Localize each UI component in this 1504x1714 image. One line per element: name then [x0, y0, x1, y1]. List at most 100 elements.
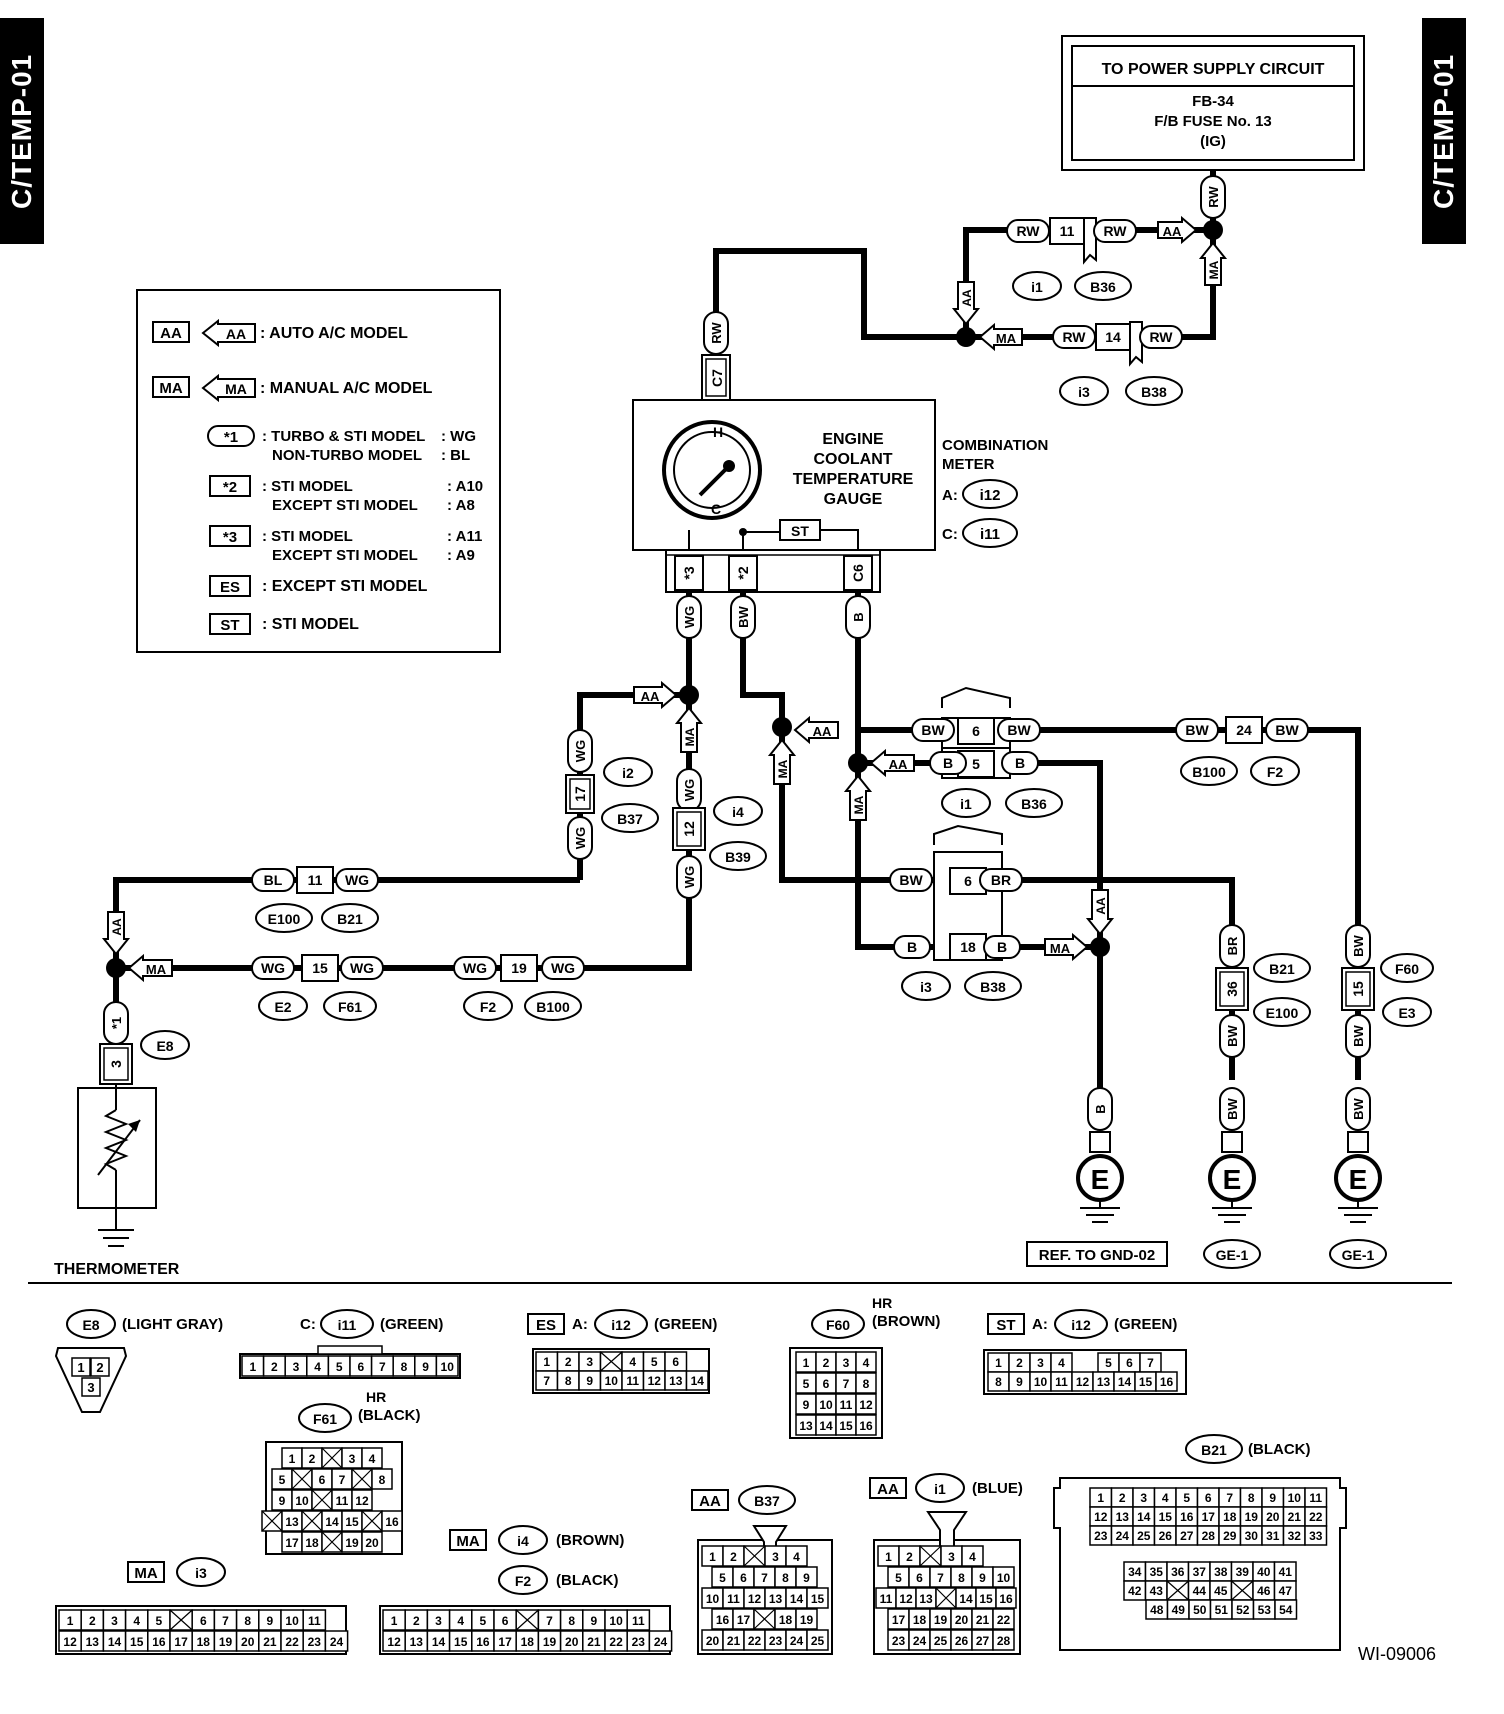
pin-label: 4 [863, 1356, 870, 1370]
pin-label: 32 [1288, 1529, 1302, 1543]
pin-label: 51 [1215, 1603, 1229, 1617]
pin-label: 4 [314, 1360, 321, 1374]
svg-text:MA: MA [1050, 941, 1071, 956]
pin-label: 19 [219, 1635, 233, 1649]
svg-text:(BLACK): (BLACK) [358, 1407, 420, 1424]
svg-text:E: E [1223, 1164, 1242, 1195]
svg-text:AA: AA [641, 689, 660, 704]
pin-blank-mark [1166, 1580, 1189, 1601]
pin-blank-mark [515, 1609, 539, 1631]
pin-label: 2 [906, 1550, 913, 1564]
svg-text:BW: BW [1351, 934, 1366, 956]
svg-text:ST: ST [220, 617, 239, 634]
svg-text:F2: F2 [1267, 764, 1284, 780]
pin-label: 13 [1116, 1510, 1130, 1524]
svg-text:B: B [1093, 1104, 1108, 1113]
svg-text:B: B [1015, 755, 1025, 771]
legend-aa-text: : AUTO A/C MODEL [260, 325, 408, 342]
pin-label: 7 [937, 1571, 944, 1585]
svg-text:11: 11 [1060, 223, 1075, 239]
svg-text:WG: WG [261, 960, 285, 976]
pin-label: 53 [1258, 1603, 1272, 1617]
svg-text:GE-1: GE-1 [1216, 1247, 1249, 1263]
svg-text:i4: i4 [732, 804, 744, 820]
svg-text:BW: BW [1351, 1024, 1366, 1046]
pin-label: 11 [727, 1592, 740, 1606]
pin-label: 31 [1266, 1529, 1280, 1543]
pin-cell [1304, 1525, 1328, 1546]
svg-text:F61: F61 [313, 1411, 337, 1427]
pin-cell [324, 1630, 349, 1652]
svg-text:i11: i11 [338, 1317, 357, 1333]
pin-label: 6 [502, 1614, 509, 1628]
pin-blank-mark [600, 1351, 623, 1372]
pin-label: 5 [803, 1377, 810, 1391]
pin-label: 1 [995, 1356, 1002, 1370]
figure-id: WI-09006 [1358, 1644, 1436, 1664]
pin-label: 8 [782, 1571, 789, 1585]
svg-text:(BLACK): (BLACK) [556, 1572, 618, 1589]
pin-label: 3 [435, 1614, 442, 1628]
pin-label: 18 [1223, 1510, 1237, 1524]
pin-label: 7 [1226, 1491, 1233, 1505]
pin-label: 24 [913, 1634, 927, 1648]
pin-label: 1 [709, 1550, 716, 1564]
svg-text:B37: B37 [754, 1493, 780, 1509]
svg-text:MA: MA [1207, 260, 1221, 279]
pin-label: 36 [1171, 1565, 1185, 1579]
pin-label: 25 [1137, 1529, 1151, 1543]
pin-cell [626, 1609, 651, 1631]
svg-text:METER: METER [942, 456, 995, 473]
pin-label: 28 [1202, 1529, 1216, 1543]
pin-label: 7 [339, 1473, 346, 1487]
pin-label: 16 [716, 1613, 730, 1627]
gauge-hot-label: H [713, 424, 723, 440]
pin-cell [855, 1372, 877, 1394]
pin-label: 52 [1236, 1603, 1250, 1617]
pin-label: 22 [1309, 1510, 1323, 1524]
pin-label: 5 [336, 1360, 343, 1374]
pin-cell [381, 1510, 403, 1532]
svg-text:BW: BW [921, 722, 945, 738]
pin-label: 14 [325, 1515, 339, 1529]
svg-text:B36: B36 [1021, 796, 1047, 812]
svg-text:COOLANT: COOLANT [813, 451, 892, 468]
svg-text:AA: AA [877, 1481, 899, 1498]
svg-text:MA: MA [683, 727, 697, 746]
svg-text:E100: E100 [268, 911, 301, 927]
pin-blank-mark [321, 1531, 343, 1553]
meter-bottom-pins: *3 *2 C6 WG BW B [665, 549, 881, 639]
pin-label: 48 [1150, 1603, 1164, 1617]
svg-text:11: 11 [308, 872, 323, 888]
pin-label: 30 [1245, 1529, 1259, 1543]
pin-label: 15 [1139, 1375, 1153, 1389]
bw-b-branch-connectors: AA MA AA MA 6 5 BW BW B B i1 B36 BW 24 [767, 686, 1434, 1058]
svg-text:ENGINE: ENGINE [822, 431, 884, 448]
pin-label: 5 [1183, 1491, 1190, 1505]
svg-text:3: 3 [108, 1060, 124, 1068]
svg-text:(GREEN): (GREEN) [380, 1316, 443, 1333]
pin-blank-mark [1231, 1580, 1254, 1601]
svg-text:WG: WG [682, 866, 697, 888]
svg-text:WG: WG [350, 960, 374, 976]
pin-label: 19 [345, 1536, 359, 1550]
pin-label: 27 [1180, 1529, 1194, 1543]
svg-text:ES: ES [220, 579, 240, 596]
svg-text:AA: AA [813, 724, 832, 739]
pin-label: 12 [859, 1398, 873, 1412]
pin-label: 11 [632, 1614, 645, 1628]
svg-text:*2: *2 [735, 566, 751, 579]
pin-label: 23 [632, 1635, 646, 1649]
svg-text:MA: MA [134, 1565, 157, 1582]
pin-label: 10 [605, 1374, 619, 1388]
pin-label: 1 [803, 1356, 810, 1370]
pin-cell [302, 1609, 327, 1631]
svg-text:1: 1 [77, 1360, 84, 1375]
pin-label: 11 [336, 1494, 349, 1508]
pin-label: 1 [391, 1614, 398, 1628]
pin-label: 50 [1193, 1603, 1207, 1617]
pin-label: 7 [543, 1374, 550, 1388]
pin-label: 4 [1058, 1356, 1065, 1370]
